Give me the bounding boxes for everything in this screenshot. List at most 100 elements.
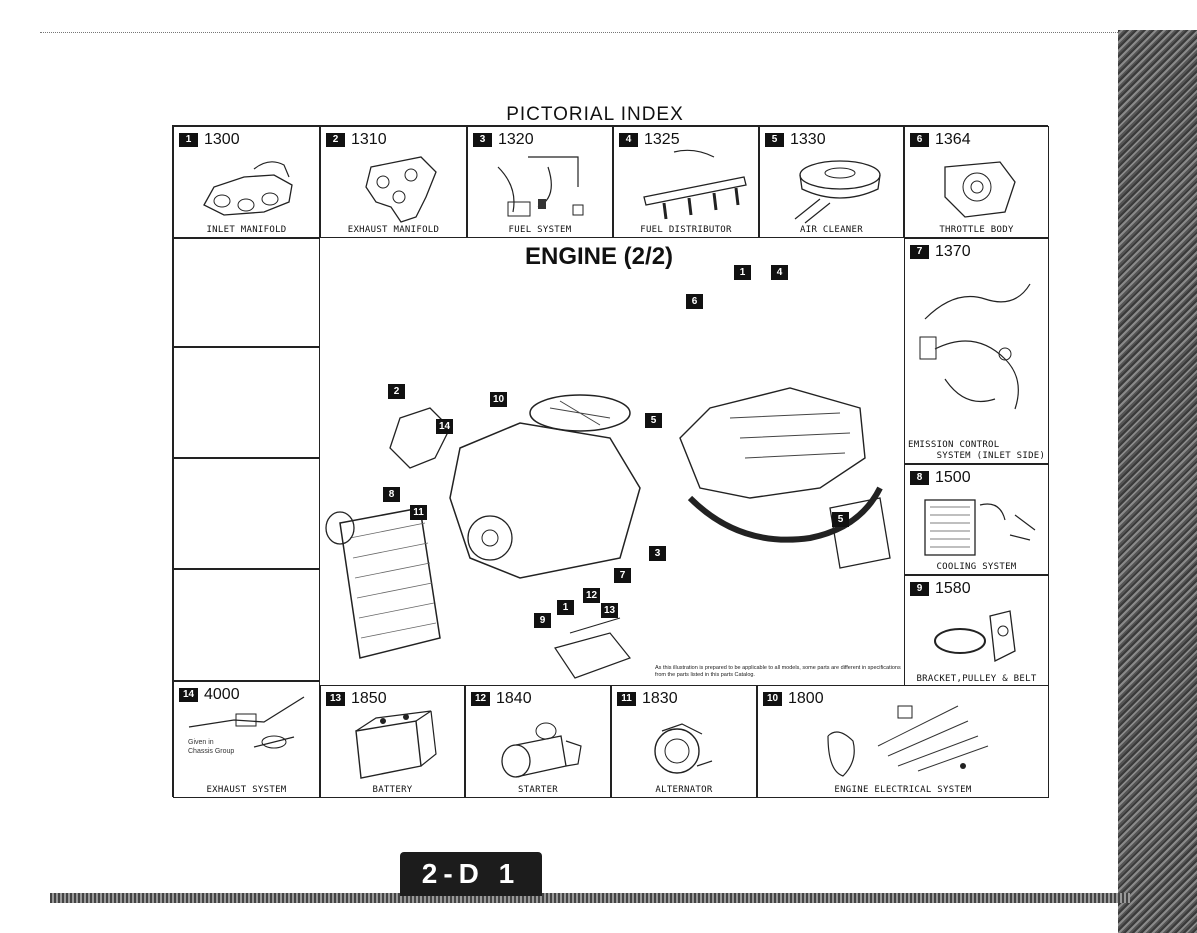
air-cleaner-drawing (794, 160, 881, 224)
starter-drawing (501, 722, 582, 778)
callout-badge: 7 (614, 568, 631, 583)
part-caption: ENGINE ELECTRICAL SYSTEM (834, 785, 972, 795)
cell-number-badge: 2 (326, 133, 345, 147)
applicability-note: As this illustration is prepared to be a… (655, 665, 901, 678)
part-group-code: 1300 (204, 131, 240, 148)
battery-drawing (355, 710, 437, 779)
cell-number-badge: 11 (617, 692, 636, 706)
part-group-code: 1320 (498, 131, 534, 148)
cell-number-badge: 9 (910, 582, 929, 596)
engine-electrical-drawing (827, 705, 989, 777)
cell-number-badge: 3 (473, 133, 492, 147)
exhaust-system-drawing (188, 696, 305, 749)
page-title: PICTORIAL INDEX (506, 104, 684, 125)
part-caption: AIR CLEANER (800, 225, 863, 235)
cell-number-badge: 1 (179, 133, 198, 147)
throttle-body-drawing (944, 161, 1016, 218)
part-caption: EXHAUST SYSTEM (206, 785, 287, 795)
part-group-code: 1310 (351, 131, 387, 148)
empty-index-cell (173, 347, 320, 458)
callout-badge: 9 (534, 613, 551, 628)
callout-badge: 5 (645, 413, 662, 428)
page-number-tab: 2-D 1 (400, 852, 542, 896)
bracket-pulley-belt-drawing (934, 610, 1016, 662)
part-group-code: 1364 (935, 131, 971, 148)
index-cell-cooling-system[interactable]: 8 1500 COOLING SYSTEM (904, 464, 1049, 575)
callout-badge: 11 (410, 505, 427, 520)
page-edge-top (40, 32, 1120, 34)
empty-index-cell (173, 238, 320, 347)
callout-badge: 6 (686, 294, 703, 309)
index-cell-exhaust-system[interactable]: 14 4000 Given in Chassis Group EXHAUST SY… (173, 681, 320, 798)
page-edge-bottom (50, 893, 1130, 903)
part-group-code: 1800 (788, 690, 824, 707)
part-caption: BRACKET,PULLEY & BELT (916, 674, 1037, 684)
callout-badge: 5 (832, 512, 849, 527)
cooling-system-drawing (924, 499, 1036, 556)
part-group-code: 1370 (935, 243, 971, 260)
part-caption: INLET MANIFOLD (206, 225, 287, 235)
index-cell-starter[interactable]: 12 1840 STARTER (465, 685, 611, 798)
fuel-distributor-drawing (643, 149, 747, 220)
part-group-code: 1325 (644, 131, 680, 148)
callout-badge: 10 (490, 392, 507, 407)
part-caption: FUEL DISTRIBUTOR (640, 225, 732, 235)
part-group-code: 1330 (790, 131, 826, 148)
chassis-group-note: Given in Chassis Group (188, 739, 235, 755)
cell-number-badge: 5 (765, 133, 784, 147)
part-caption: BATTERY (372, 785, 413, 795)
callout-badge: 2 (388, 384, 405, 399)
part-group-code: 1580 (935, 580, 971, 597)
callout-badge: 1 (557, 600, 574, 615)
engine-assembly-drawing (325, 387, 891, 679)
callout-badge: 14 (436, 419, 453, 434)
emission-control-drawing (919, 283, 1031, 410)
part-caption: EXHAUST MANIFOLD (347, 225, 440, 235)
part-caption: COOLING SYSTEM (936, 562, 1017, 572)
cell-number-badge: 10 (763, 692, 782, 706)
cell-number-badge: 13 (326, 692, 345, 706)
callout-badge: 3 (649, 546, 666, 561)
part-group-code: 1500 (935, 469, 971, 486)
part-caption: EMISSION CONTROL SYSTEM (INLET SIDE) (908, 440, 1046, 461)
callout-badge: 4 (771, 265, 788, 280)
fuel-system-drawing (497, 156, 584, 217)
part-group-code: 1840 (496, 690, 532, 707)
part-group-code: 1830 (642, 690, 678, 707)
page-edge-right (1118, 30, 1197, 933)
index-cell-alternator[interactable]: 11 1830 ALTERNATOR (611, 685, 757, 798)
engine-section-title: ENGINE (2/2) (525, 243, 674, 270)
part-caption: FUEL SYSTEM (508, 225, 572, 235)
index-cell-air-cleaner[interactable]: 5 1330 AIR CLEANER (759, 126, 904, 238)
callout-badge: 1 (734, 265, 751, 280)
inlet-manifold-drawing (203, 161, 293, 216)
part-caption: THROTTLE BODY (939, 225, 1014, 235)
cell-number-badge: 12 (471, 692, 490, 706)
empty-index-cell (173, 569, 320, 681)
cell-number-badge: 6 (910, 133, 929, 147)
index-cell-inlet-manifold[interactable]: 1 1300 INLET MANIFOLD (173, 126, 320, 238)
part-caption: ALTERNATOR (655, 785, 713, 795)
alternator-drawing (654, 723, 713, 774)
callout-badge: 13 (601, 603, 618, 618)
exhaust-manifold-drawing (365, 156, 437, 223)
index-cell-fuel-system[interactable]: 3 1320 FUEL SYSTEM (467, 126, 613, 238)
cell-number-badge: 14 (179, 688, 198, 702)
index-cell-exhaust-manifold[interactable]: 2 1310 EXHAUST MANIFOLD (320, 126, 467, 238)
index-cell-bracket-pulley-belt[interactable]: 9 1580 BRACKET,PULLEY & BELT (904, 575, 1049, 687)
cell-number-badge: 8 (910, 471, 929, 485)
index-cell-battery[interactable]: 13 1850 BATTERY (320, 685, 465, 798)
part-caption: STARTER (517, 785, 559, 795)
index-cell-fuel-distributor[interactable]: 4 1325 FUEL DISTRIBUTOR (613, 126, 759, 238)
part-group-code: 1850 (351, 690, 387, 707)
callout-badge: 12 (583, 588, 600, 603)
cell-number-badge: 7 (910, 245, 929, 259)
cell-number-badge: 4 (619, 133, 638, 147)
part-group-code: 4000 (204, 686, 240, 703)
index-cell-throttle-body[interactable]: 6 1364 THROTTLE BODY (904, 126, 1049, 238)
empty-index-cell (173, 458, 320, 569)
index-cell-emission-control[interactable]: 7 1370 EMISSION CONTROL SYSTEM (INLET SID… (904, 238, 1049, 464)
index-cell-engine-electrical[interactable]: 10 1800 ENGINE ELECTRICAL SYSTEM (757, 685, 1049, 798)
callout-badge: 8 (383, 487, 400, 502)
